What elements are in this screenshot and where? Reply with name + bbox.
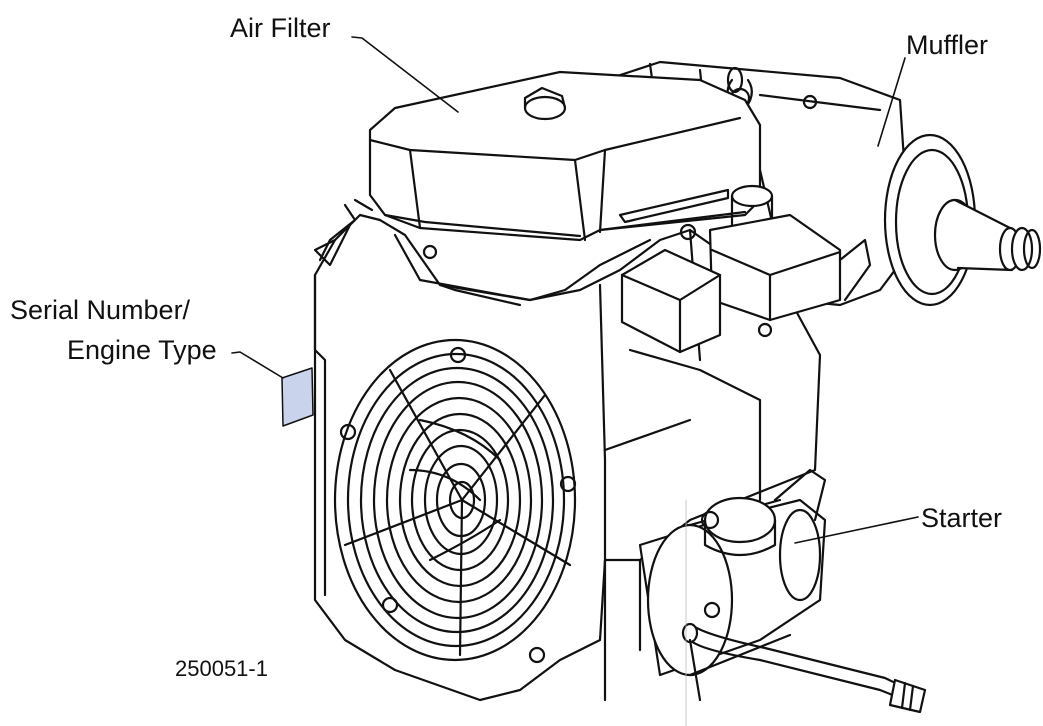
leader-starter <box>794 516 919 544</box>
label-starter: Starter <box>921 503 1003 533</box>
fuel-hose <box>681 622 927 714</box>
fan-grille <box>333 338 577 664</box>
label-air-filter: Air Filter <box>230 13 331 43</box>
muffler-body <box>603 60 1042 307</box>
leader-air-filter <box>351 36 459 113</box>
air-filter-housing <box>368 70 762 242</box>
label-muffler: Muffler <box>906 30 989 60</box>
serial-number-plate <box>281 367 314 427</box>
carburetor <box>620 248 722 354</box>
oil-fill-tube <box>708 184 872 322</box>
leader-lines <box>231 36 919 726</box>
leader-muffler <box>877 57 906 147</box>
label-serial-number: Serial Number/ <box>10 295 191 325</box>
label-engine-type: Engine Type <box>67 335 217 365</box>
leader-serial <box>231 351 284 379</box>
figure-id: 250051-1 <box>175 656 268 681</box>
